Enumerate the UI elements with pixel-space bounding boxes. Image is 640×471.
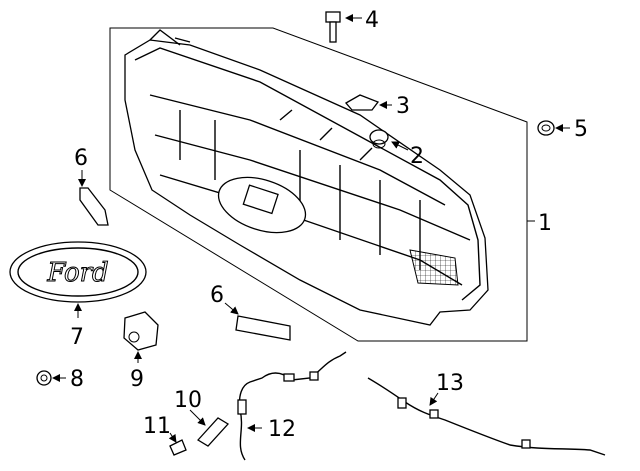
callout-1: 1 (538, 211, 552, 236)
camera-part (123, 311, 159, 351)
wiring-harness-long (367, 377, 606, 456)
callout-12: 12 (268, 417, 296, 442)
push-pin-small (36, 370, 52, 386)
wiring-harness (238, 351, 347, 461)
callout-4: 4 (365, 8, 379, 33)
grille-assembly (124, 29, 489, 326)
callout-7: 7 (70, 325, 84, 350)
callout-6b: 6 (210, 283, 224, 308)
callout-9: 9 (130, 367, 144, 392)
assembly-outline (109, 27, 528, 342)
callout-10: 10 (174, 388, 202, 413)
bracket-part-left (79, 187, 109, 226)
push-pin-part (537, 120, 555, 136)
emblem-text: Ford (46, 258, 108, 288)
callout-5: 5 (574, 117, 588, 142)
callout-2: 2 (410, 144, 424, 169)
sensor-part (196, 417, 230, 447)
callout-13: 13 (436, 371, 464, 396)
nut-part (344, 94, 380, 111)
clip-small-part (169, 439, 187, 456)
callout-6a: 6 (74, 146, 88, 171)
ford-emblem: Ford (9, 241, 147, 303)
bolt-part (325, 11, 341, 43)
callout-3: 3 (396, 94, 410, 119)
callout-8: 8 (70, 367, 84, 392)
bracket-part-right (235, 315, 291, 341)
callout-11: 11 (143, 414, 171, 439)
clip-part (369, 129, 389, 149)
